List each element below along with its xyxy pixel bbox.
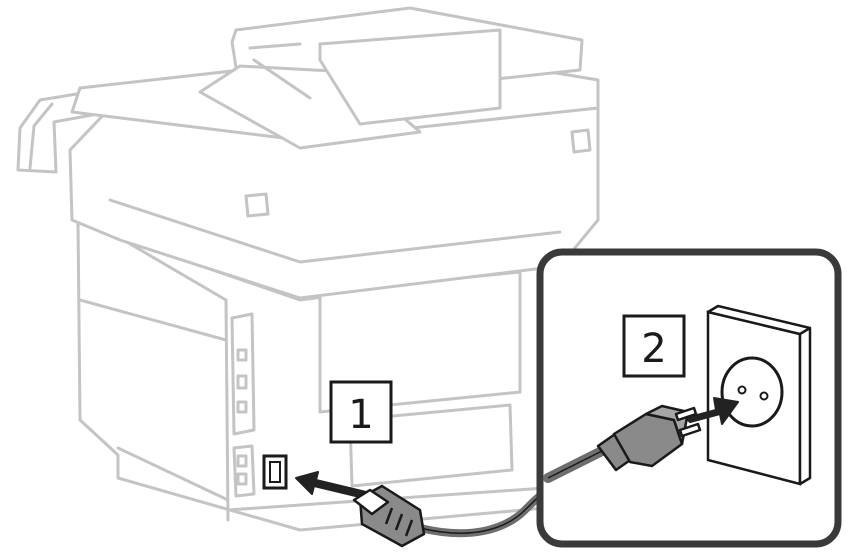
port-2 bbox=[236, 374, 248, 390]
scanner-unit-seam bbox=[108, 198, 562, 264]
lower-port-cover bbox=[232, 444, 256, 498]
step-2-box bbox=[622, 314, 686, 378]
power-inlet-switch bbox=[269, 461, 281, 483]
scanner-right-latch bbox=[570, 128, 592, 154]
printer-body-side-top bbox=[118, 236, 228, 302]
port-1 bbox=[236, 348, 248, 362]
plug-pin-bottom bbox=[678, 422, 702, 438]
wall-outlet-icon bbox=[706, 304, 812, 486]
paper-guide-flap-edge bbox=[28, 102, 54, 170]
iec-connector-ribs bbox=[384, 507, 414, 537]
port-5 bbox=[236, 472, 248, 486]
document-feeder-cover bbox=[318, 28, 502, 126]
plug-pin-top bbox=[674, 406, 698, 422]
port-3 bbox=[236, 400, 248, 414]
printer-body-front-edge bbox=[224, 298, 230, 522]
outlet-hole-left bbox=[737, 385, 747, 395]
power-inlet-socket bbox=[262, 454, 288, 490]
wall-plate-edge bbox=[706, 304, 812, 486]
document-feeder-guide bbox=[248, 42, 312, 100]
step-2-badge: 2 bbox=[622, 314, 686, 378]
printer-body-left-seam bbox=[78, 298, 228, 342]
power-plug-icon bbox=[543, 404, 702, 483]
outlet-socket bbox=[720, 356, 784, 428]
port-cover bbox=[230, 312, 256, 436]
outlet-hole-right bbox=[759, 391, 769, 401]
scanner-left-latch bbox=[244, 192, 270, 218]
step-2-number: 2 bbox=[641, 326, 666, 372]
printer-illustration bbox=[16, 6, 600, 532]
arrow-right-icon bbox=[685, 397, 739, 425]
step-1-badge: 1 bbox=[329, 380, 393, 444]
power-inlet bbox=[262, 454, 288, 490]
iec-connector bbox=[352, 484, 426, 548]
step-1-number: 1 bbox=[348, 392, 373, 438]
port-4 bbox=[236, 454, 248, 468]
step-1-box bbox=[329, 380, 393, 444]
arrow-right-icon bbox=[295, 471, 367, 499]
iec-connector-face bbox=[352, 488, 390, 516]
